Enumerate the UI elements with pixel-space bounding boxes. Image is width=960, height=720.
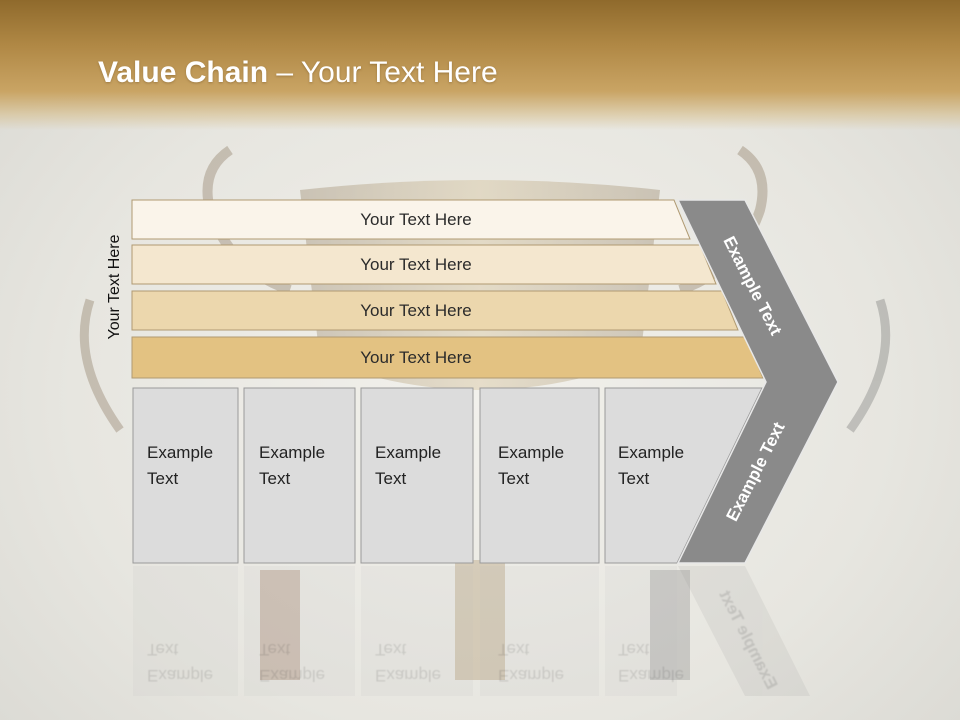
box-label-3-line1: Example (375, 443, 442, 462)
band-label-2: Your Text Here (360, 254, 472, 274)
box-label-2-line2: Text (259, 469, 291, 488)
band-shape-2 (131, 244, 717, 285)
reflection-1: Example Text (147, 636, 242, 688)
title-bold: Value Chain (98, 56, 269, 89)
box-label-4-line1: Example (498, 443, 565, 462)
band-label-3: Your Text Here (360, 300, 472, 320)
reflection-1-line1: Example (147, 666, 214, 685)
reflection-5-line1: Example (618, 666, 685, 685)
box-label-3-line2: Text (375, 469, 407, 488)
band-label-4: Your Text Here (360, 347, 472, 367)
reflection-2: Example Text (259, 636, 354, 688)
band-shape-4 (131, 336, 764, 379)
reflection-1-line2: Text (147, 640, 179, 659)
chevron-shape (676, 199, 839, 564)
box-label-1-line1: Example (147, 443, 214, 462)
reflection-3: Example Text (375, 636, 470, 688)
box-label-4: Example Text (498, 440, 593, 492)
box-label-5-line2: Text (618, 469, 650, 488)
band-shape-3 (131, 290, 739, 331)
box-shape-1 (132, 387, 239, 564)
box-shape-5 (604, 387, 763, 564)
box-shape-4 (479, 387, 600, 564)
slide-title: Value Chain – Your Text Here (98, 56, 498, 90)
box-label-2: Example Text (259, 440, 354, 492)
header-bar (0, 0, 960, 130)
reflection-3-line1: Example (375, 666, 442, 685)
box-label-5-line1: Example (618, 443, 685, 462)
box-label-2-line1: Example (259, 443, 326, 462)
box-label-3: Example Text (375, 440, 470, 492)
title-rest: – Your Text Here (268, 56, 498, 89)
box-shape-2 (243, 387, 356, 564)
reflection-5-line2: Text (618, 640, 650, 659)
reflection-4: Example Text (498, 636, 593, 688)
box-shape-3 (360, 387, 474, 564)
reflection-2-line2: Text (259, 640, 291, 659)
box-label-1: Example Text (147, 440, 242, 492)
box-label-5: Example Text (618, 440, 713, 492)
reflection-4-line2: Text (498, 640, 530, 659)
reflection-2-line1: Example (259, 666, 326, 685)
box-label-4-line2: Text (498, 469, 530, 488)
reflection-5: Example Text (618, 636, 713, 688)
band-shape-1 (131, 199, 691, 240)
band-label-1: Your Text Here (360, 209, 472, 229)
reflection-4-line1: Example (498, 666, 565, 685)
side-label: Your Text Here (106, 234, 123, 340)
reflection-3-line2: Text (375, 640, 407, 659)
box-label-1-line2: Text (147, 469, 179, 488)
